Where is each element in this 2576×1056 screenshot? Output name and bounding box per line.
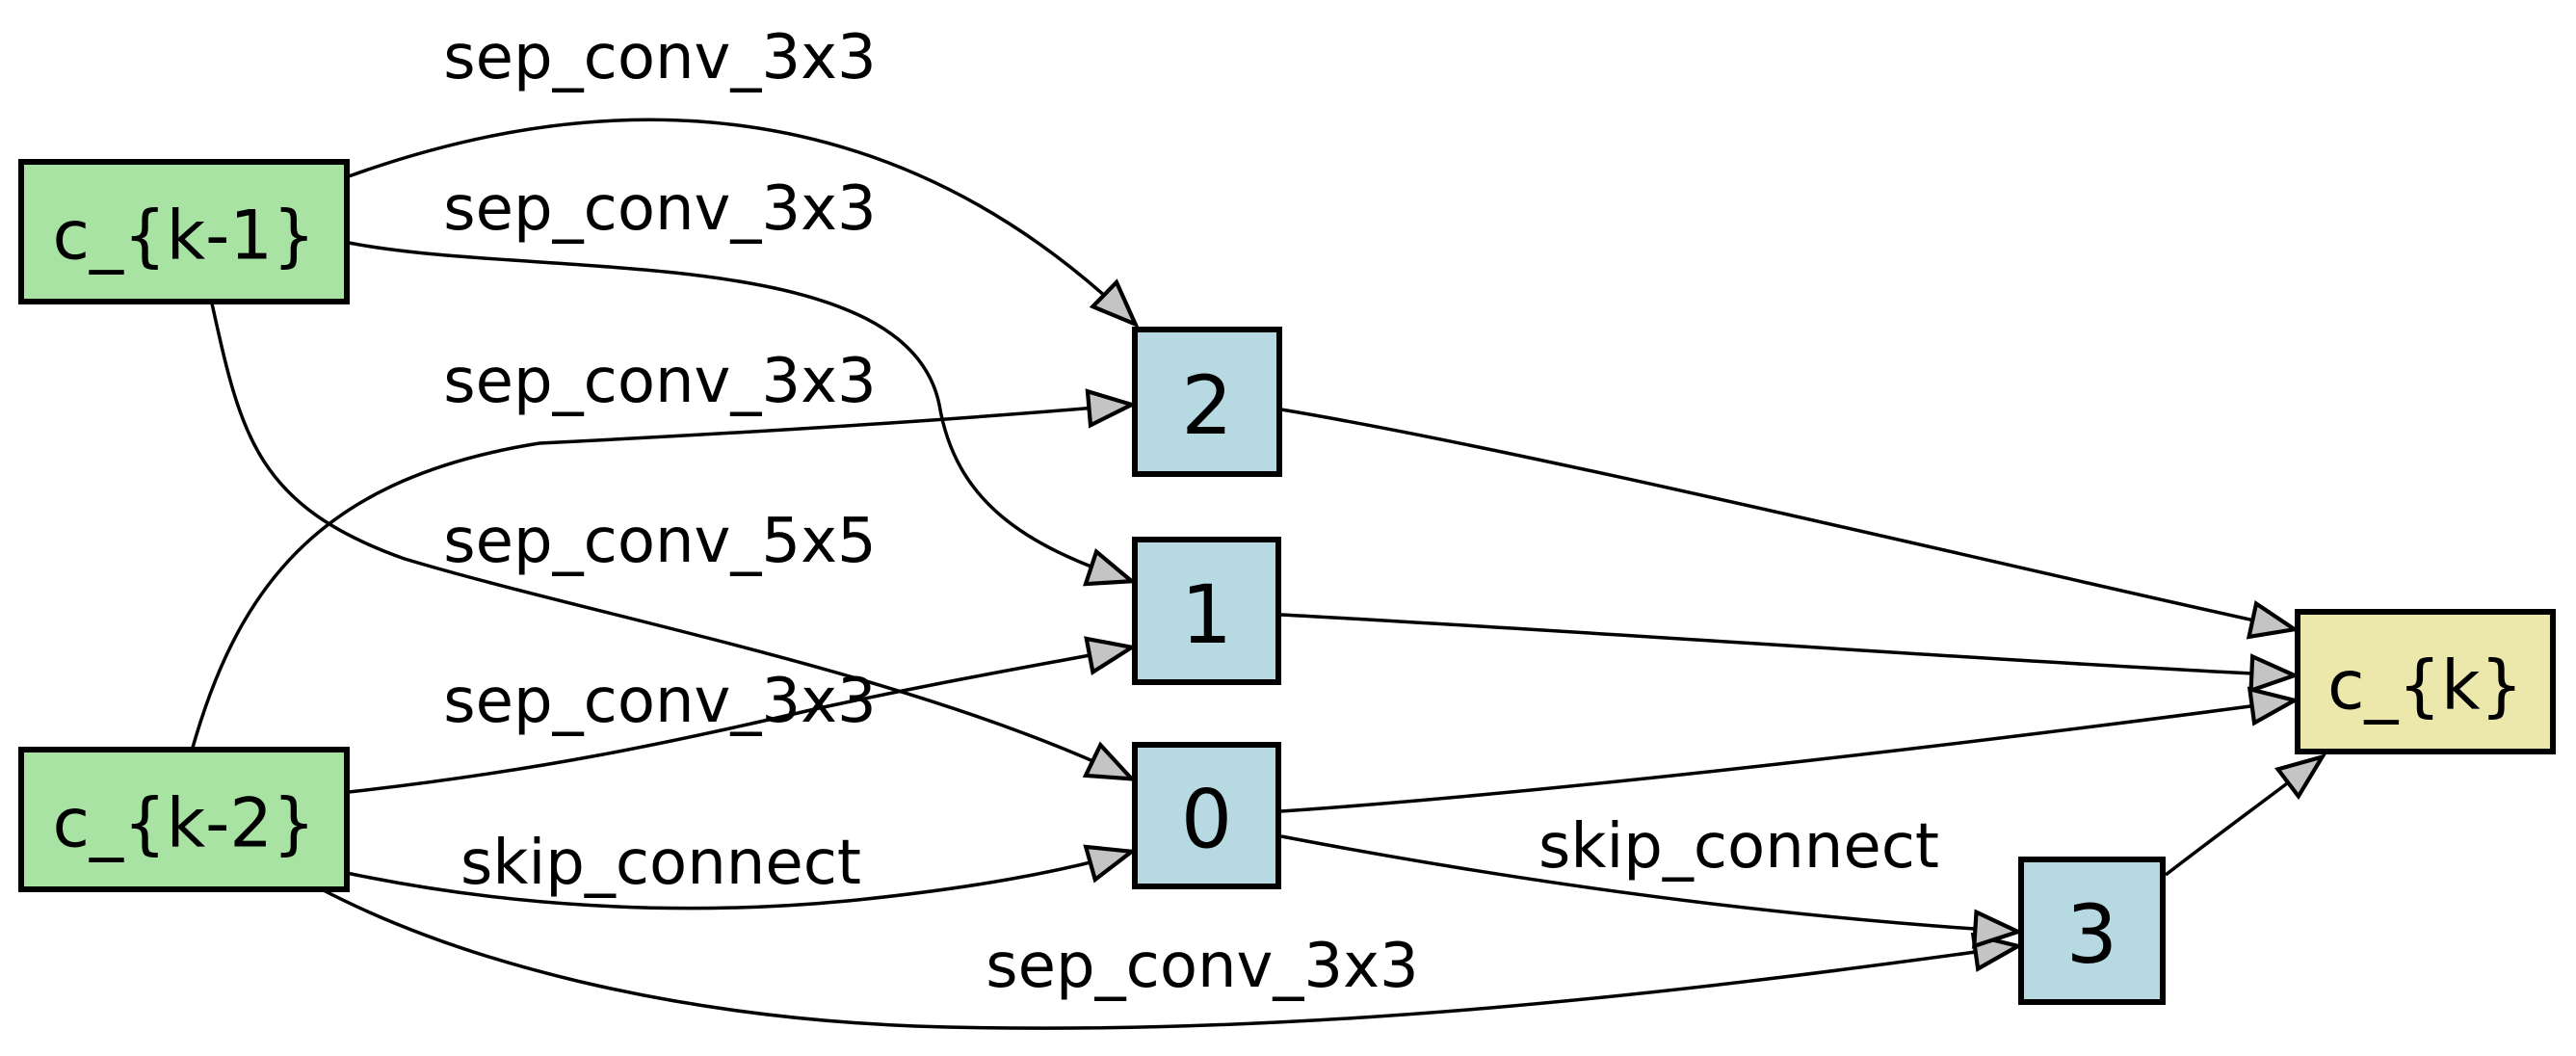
node-box-c_k-2	[18, 747, 350, 892]
node-1: 1	[1132, 537, 1281, 685]
node-label-c_k: c_{k}	[2327, 647, 2523, 726]
node-c_k: c_{k}	[2295, 609, 2556, 754]
edge-op-label-skip_connect: skip_connect	[1538, 811, 1939, 883]
edge-c_k-2-to-3	[317, 885, 2017, 1030]
edge-c_k-1-to-2	[348, 118, 1135, 324]
node-0: 0	[1132, 742, 1281, 889]
node-2: 2	[1132, 327, 1282, 477]
edge-op-label-sep_conv_3x3: sep_conv_3x3	[443, 22, 876, 93]
edge-c_k-1-to-0	[210, 303, 1131, 779]
node-label-3: 3	[2066, 887, 2117, 982]
node-3: 3	[2018, 857, 2166, 1005]
edge-2-to-c_k	[1280, 408, 2294, 629]
edge-op-label-sep_conv_3x3: sep_conv_3x3	[443, 666, 876, 737]
node-box-3	[2018, 857, 2166, 1005]
edge-0-to-3	[1280, 834, 2017, 932]
edge-op-label-sep_conv_3x3: sep_conv_3x3	[443, 173, 876, 245]
edge-op-label-sep_conv_3x3: sep_conv_3x3	[443, 346, 876, 417]
node-box-1	[1132, 537, 1281, 685]
node-box-0	[1132, 742, 1281, 889]
node-label-1: 1	[1181, 568, 1232, 662]
edge-0-to-c_k	[1280, 700, 2294, 813]
node-label-2: 2	[1181, 358, 1232, 453]
node-box-2	[1132, 327, 1282, 477]
edge-c_k-2-to-1	[348, 647, 1131, 794]
node-box-c_k-1	[18, 159, 350, 304]
node-box-c_k	[2295, 609, 2556, 754]
node-label-c_k-1: c_{k-1}	[53, 197, 316, 276]
node-label-c_k-2: c_{k-2}	[53, 784, 316, 863]
edge-c_k-2-to-0	[341, 852, 1131, 911]
edge-op-label-skip_connect: skip_connect	[460, 828, 861, 899]
node-c_k-2: c_{k-2}	[18, 747, 350, 892]
edge-c_k-2-to-2	[191, 405, 1131, 749]
edge-3-to-c_k	[2164, 757, 2322, 877]
edge-op-label-sep_conv_5x5: sep_conv_5x5	[443, 506, 876, 577]
edge-1-to-c_k	[1280, 613, 2294, 675]
edge-op-label-sep_conv_3x3: sep_conv_3x3	[986, 931, 1418, 1002]
edge-c_k-1-to-1	[348, 241, 1131, 581]
node-label-0: 0	[1181, 773, 1232, 867]
node-c_k-1: c_{k-1}	[18, 159, 350, 304]
